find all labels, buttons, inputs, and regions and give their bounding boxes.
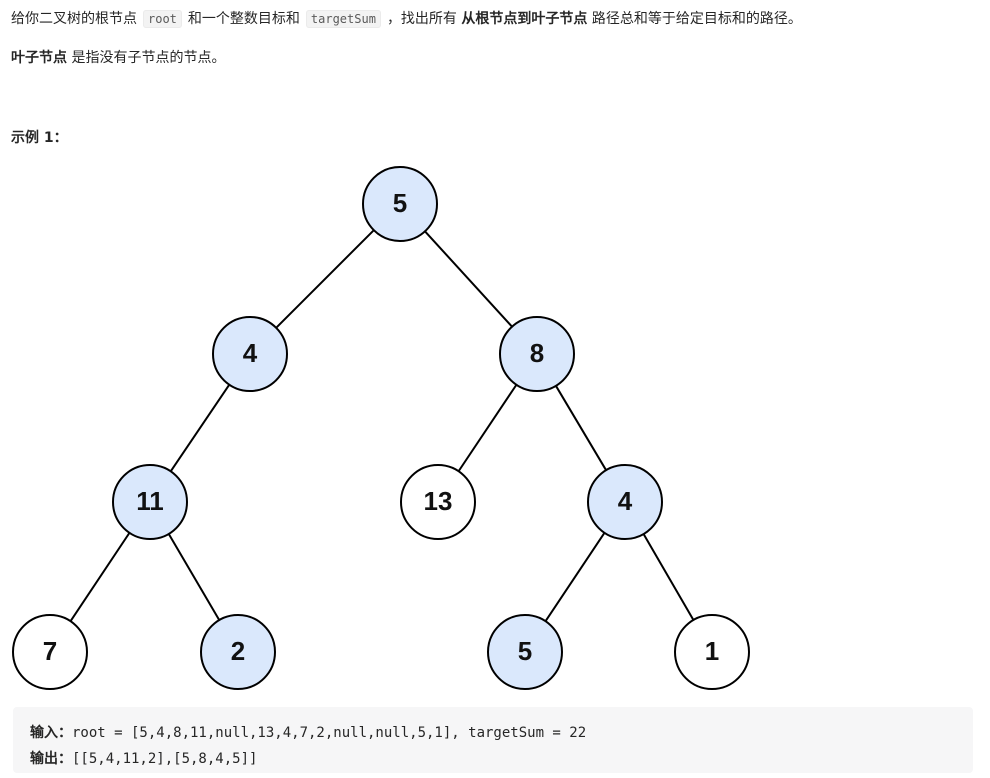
output-value: [[5,4,11,2],[5,8,4,5]] (72, 751, 258, 767)
tree-node-circle (200, 614, 276, 690)
tree-node-label: 4 (618, 486, 633, 516)
tree-edge (642, 533, 695, 621)
tree-node: 5 (362, 166, 438, 242)
tree-nodes: 5 4 8 11 13 4 7 2 5 1 (12, 166, 750, 690)
tree-node-circle (487, 614, 563, 690)
tree-node: 2 (200, 614, 276, 690)
tree-edge (424, 230, 513, 328)
tree-node: 11 (112, 464, 188, 540)
tree-node-label: 1 (705, 636, 719, 666)
problem-description-line-1: 给你二叉树的根节点 root 和一个整数目标和 targetSum ，找出所有 从根节点… (11, 8, 802, 30)
tree-node-circle (212, 316, 288, 392)
tree-edge (275, 229, 375, 329)
input-value: root = [5,4,8,11,null,13,4,7,2,null,null… (72, 725, 587, 741)
tree-node-circle (12, 614, 88, 690)
input-row: 输入：root = [5,4,8,11,null,13,4,7,2,null,n… (30, 723, 586, 743)
output-row: 输出：[[5,4,11,2],[5,8,4,5]] (30, 749, 257, 769)
tree-node-circle (362, 166, 438, 242)
tree-edge (167, 533, 221, 621)
tree-node: 7 (12, 614, 88, 690)
input-label: 输入： (30, 725, 72, 741)
description-text: 路径总和等于给定目标和的路径。 (591, 11, 802, 27)
description-text: 给你二叉树的根节点 (11, 11, 137, 27)
tree-node: 4 (212, 316, 288, 392)
tree-edge (544, 532, 606, 622)
code-target-sum: targetSum (305, 10, 381, 28)
tree-node-label: 4 (243, 338, 258, 368)
description-text: ，找出所有 (386, 11, 457, 27)
tree-edge (169, 384, 231, 472)
example-heading: 示例 1： (11, 130, 68, 146)
code-root: root (143, 10, 182, 28)
binary-tree-diagram: 5 4 8 11 13 4 7 2 5 1 (12, 166, 750, 690)
tree-node-label: 7 (43, 636, 57, 666)
tree-edge (457, 384, 518, 472)
tree-node-label: 11 (136, 486, 164, 516)
tree-node-label: 5 (518, 636, 532, 666)
output-label: 输出： (30, 751, 72, 767)
tree-node-label: 8 (530, 338, 544, 368)
tree-node: 4 (587, 464, 663, 540)
tree-node-circle (499, 316, 575, 392)
tree-node: 8 (499, 316, 575, 392)
tree-node: 5 (487, 614, 563, 690)
tree-node-label: 2 (231, 636, 245, 666)
tree-node-label: 13 (424, 486, 453, 516)
tree-node-circle (674, 614, 750, 690)
description-bold: 从根节点到叶子节点 (461, 11, 588, 27)
tree-node: 13 (400, 464, 476, 540)
leaf-definition-text: 是指没有子节点的节点。 (71, 50, 226, 66)
example-io-box: 输入：root = [5,4,8,11,null,13,4,7,2,null,n… (13, 707, 973, 773)
tree-node-label: 5 (393, 188, 407, 218)
leaf-term: 叶子节点 (11, 50, 67, 66)
tree-edge (555, 385, 607, 471)
tree-edge (69, 532, 131, 622)
description-text: 和一个整数目标和 (187, 11, 300, 27)
tree-node-circle (587, 464, 663, 540)
tree-edges (69, 229, 695, 622)
leaf-definition: 叶子节点 是指没有子节点的节点。 (11, 47, 225, 69)
tree-node: 1 (674, 614, 750, 690)
tree-node-circle (112, 464, 188, 540)
tree-node-circle (400, 464, 476, 540)
